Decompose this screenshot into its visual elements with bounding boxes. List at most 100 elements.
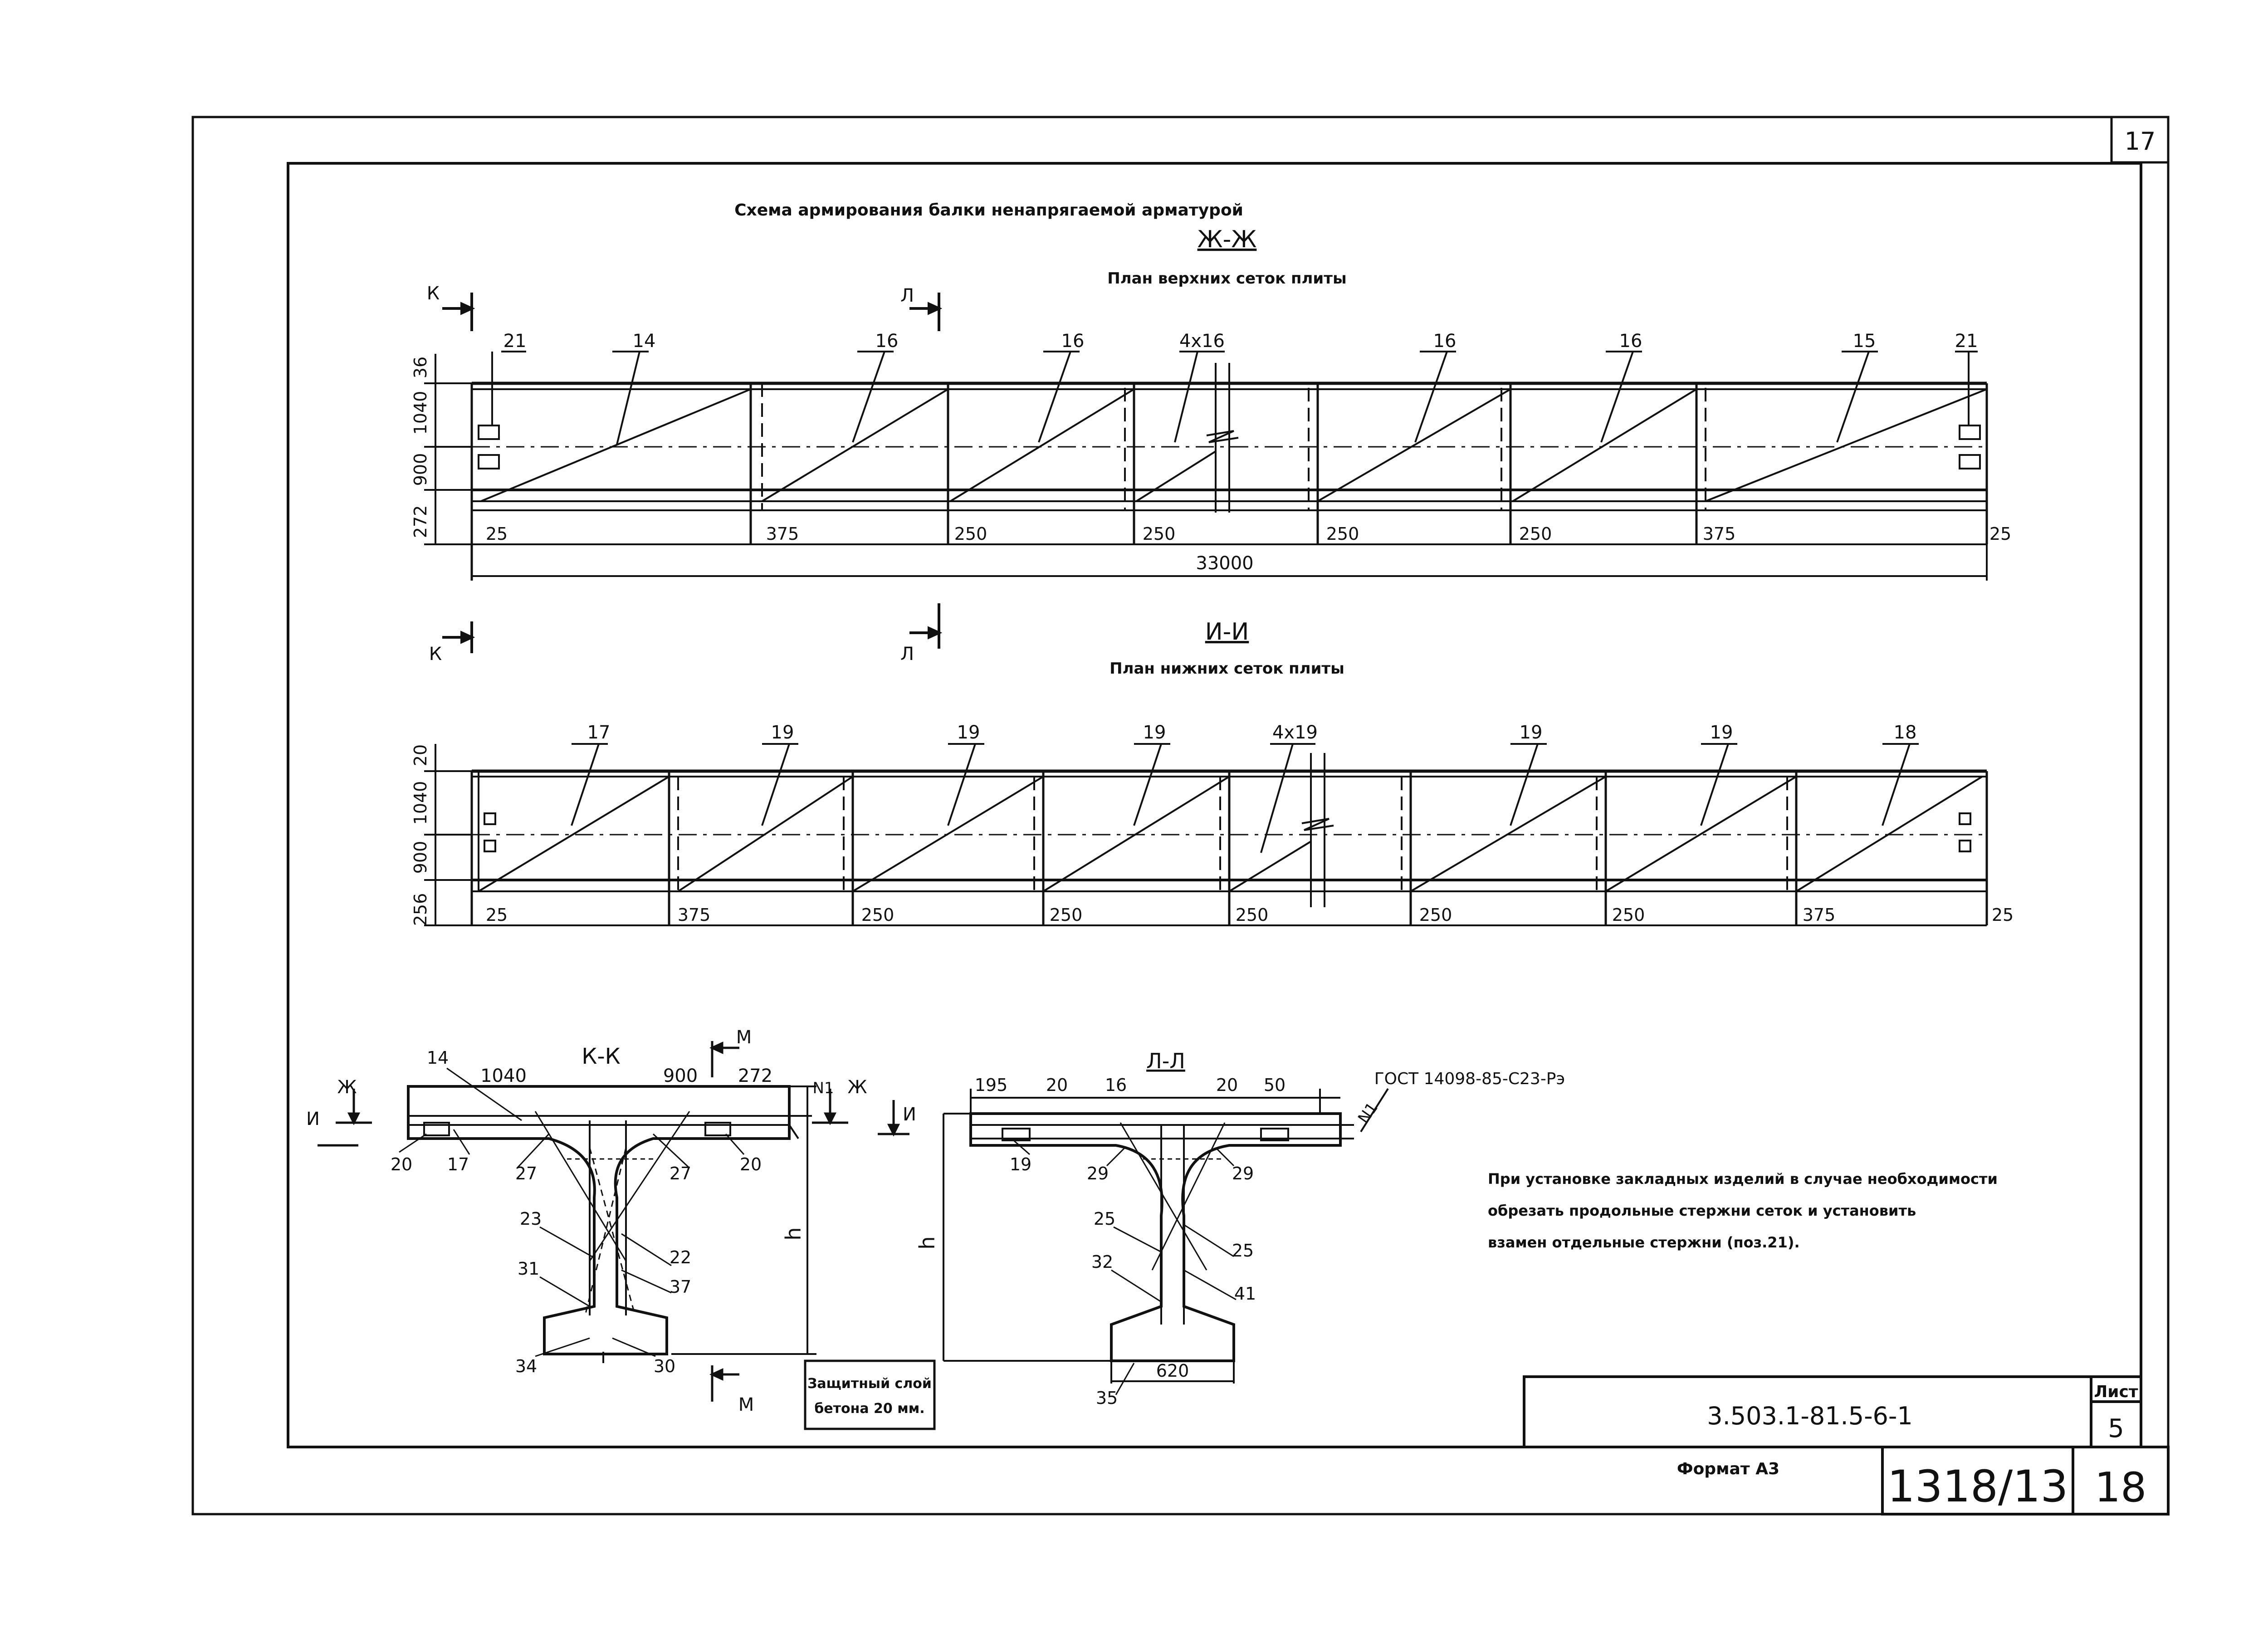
section-ll-dim-20-right: 20 (1216, 1075, 1238, 1095)
section-bottom-hdim-5: 250 (1236, 905, 1269, 925)
section-ll-label-41: 41 (1234, 1284, 1256, 1304)
section-bottom-cut-mid: Л (900, 644, 914, 665)
section-ll-dim-50: 50 (1264, 1075, 1286, 1095)
outer-frame (191, 116, 2170, 1516)
section-bottom-hdim-1: 25 (486, 905, 508, 925)
section-kk-dim-3: 272 (738, 1066, 772, 1086)
section-kk-label-34: 34 (515, 1356, 537, 1376)
section-top-cut-mid: Л (900, 285, 914, 306)
section-top-hdim-4: 250 (1143, 524, 1176, 544)
archive-number: 1318/13 (1887, 1461, 2068, 1512)
section-top-label-1: 21 (503, 331, 527, 352)
section-bottom-name: И-И (1205, 618, 1249, 645)
section-kk-cut-marks (318, 1041, 848, 1402)
section-ll-cut-marks (878, 1100, 909, 1137)
section-ll-label-19: 19 (1010, 1154, 1031, 1174)
section-bottom-label-2: 19 (771, 722, 794, 743)
section-top-label-8: 15 (1853, 331, 1876, 352)
format-label: Формат А3 (1677, 1460, 1779, 1478)
section-ll-gost: ГОСТ 14098-85-С23-Рэ (1374, 1070, 1565, 1088)
section-ll-dim-20-left: 20 (1046, 1075, 1068, 1095)
title-block (1523, 1375, 2170, 1516)
section-ll-label-35: 35 (1096, 1388, 1118, 1408)
section-top-vdim-2: 1040 (411, 391, 430, 435)
section-ll-dim-195: 195 (975, 1075, 1008, 1095)
section-bottom-leaders (571, 743, 1919, 853)
section-bottom-label-1: 17 (587, 722, 611, 743)
sheet-number: 5 (2108, 1414, 2124, 1443)
section-bottom-vdim-1: 20 (411, 744, 430, 766)
section-kk-height: h (781, 1227, 806, 1240)
section-bottom-hdim-4: 250 (1050, 905, 1083, 925)
section-ll-gost-leader (1360, 1088, 1389, 1133)
section-kk-label-31: 31 (518, 1259, 539, 1279)
section-kk-dim-1: 1040 (480, 1066, 527, 1086)
section-ll-label-25-right: 25 (1232, 1241, 1254, 1261)
section-bottom-vdim-3: 900 (411, 841, 430, 874)
section-bottom: И-И План нижних сеток плиты К Л (411, 603, 2014, 926)
section-bottom-vdims (424, 744, 472, 926)
cover-note-box (804, 1359, 936, 1430)
section-ll-label-29-right: 29 (1232, 1164, 1254, 1183)
section-bottom-subtitle: План нижних сеток плиты (1110, 660, 1344, 678)
section-ll-dim-16: 16 (1105, 1075, 1127, 1095)
section-kk-label-22: 22 (670, 1247, 691, 1267)
section-kk-cut-m-top: М (736, 1027, 752, 1048)
section-ll-cut-i: И (903, 1104, 916, 1125)
section-ll-label-32: 32 (1091, 1252, 1113, 1272)
section-kk-label-23: 23 (520, 1209, 542, 1229)
inner-frame (287, 162, 2142, 1448)
section-bottom-hdim-9: 25 (1992, 905, 2014, 925)
section-ll-leaders (1011, 1138, 1237, 1395)
section-bottom-cut-marks (442, 603, 943, 653)
section-top-hdim-7: 375 (1703, 524, 1736, 544)
section-bottom-label-6: 19 (1520, 722, 1543, 743)
section-kk-label-20-right: 20 (740, 1154, 762, 1174)
section-top-hdim-8: 25 (1989, 524, 2011, 544)
section-bottom-label-8: 18 (1894, 722, 1917, 743)
section-ll-height-dim (943, 1113, 1111, 1362)
section-kk-label-14: 14 (427, 1048, 449, 1068)
section-top-hdims (472, 535, 1988, 581)
section-ll-n1: N1 (1354, 1099, 1382, 1127)
section-top-hdim-1: 25 (486, 524, 508, 544)
section-kk-cut-m-bottom: М (738, 1394, 754, 1415)
section-kk-label-20-left: 20 (391, 1154, 412, 1174)
section-top-hdim-2: 375 (766, 524, 799, 544)
section-top-total-length: 33000 (1196, 553, 1253, 574)
section-kk-cut-zh-left: Ж (337, 1077, 357, 1098)
section-top-label-2: 14 (633, 331, 656, 352)
section-kk-label-17: 17 (447, 1154, 469, 1174)
section-top-cut-left: К (427, 283, 440, 304)
embedded-note-line3: взамен отдельные стержни (поз.21). (1488, 1234, 1800, 1251)
section-bottom-hdim-2: 375 (678, 905, 711, 925)
section-top-hdim-5: 250 (1326, 524, 1359, 544)
cover-note-line1: Защитный слой (807, 1376, 932, 1392)
embedded-note-line1: При установке закладных изделий в случае… (1488, 1170, 1998, 1188)
title-block-frame (1523, 1375, 2142, 1448)
section-top-vdim-4: 272 (411, 505, 430, 538)
embedded-note: При установке закладных изделий в случае… (1488, 1170, 1998, 1251)
section-bottom-hdim-7: 250 (1612, 905, 1645, 925)
section-kk-label-37: 37 (670, 1277, 691, 1297)
drawing-title: Схема армирования балки ненапрягаемой ар… (734, 201, 1243, 220)
section-ll-outline (969, 1112, 1354, 1362)
section-bottom-label-4: 19 (1143, 722, 1166, 743)
sheet-label: Лист (2094, 1383, 2138, 1401)
section-top-label-6: 16 (1433, 331, 1457, 352)
embedded-note-line2: обрезать продольные стержни сеток и уста… (1488, 1202, 1916, 1219)
archive-page: 18 (2095, 1464, 2147, 1511)
corner-number: 17 (2125, 127, 2156, 156)
section-top-label-7: 16 (1619, 331, 1642, 352)
section-kk-leaders (399, 1067, 745, 1357)
section-top-vdim-1: 36 (411, 357, 430, 378)
section-top-hdim-6: 250 (1519, 524, 1552, 544)
section-top-subtitle: План верхних сеток плиты (1107, 269, 1346, 288)
corner-number-box (2110, 116, 2170, 164)
section-bottom-vdim-2: 1040 (411, 781, 430, 825)
section-top-label-4: 16 (1061, 331, 1085, 352)
cover-note-line2: бетона 20 мм. (814, 1401, 924, 1417)
section-ll-label-29-left: 29 (1087, 1164, 1109, 1183)
section-top-hdim-3: 250 (954, 524, 987, 544)
